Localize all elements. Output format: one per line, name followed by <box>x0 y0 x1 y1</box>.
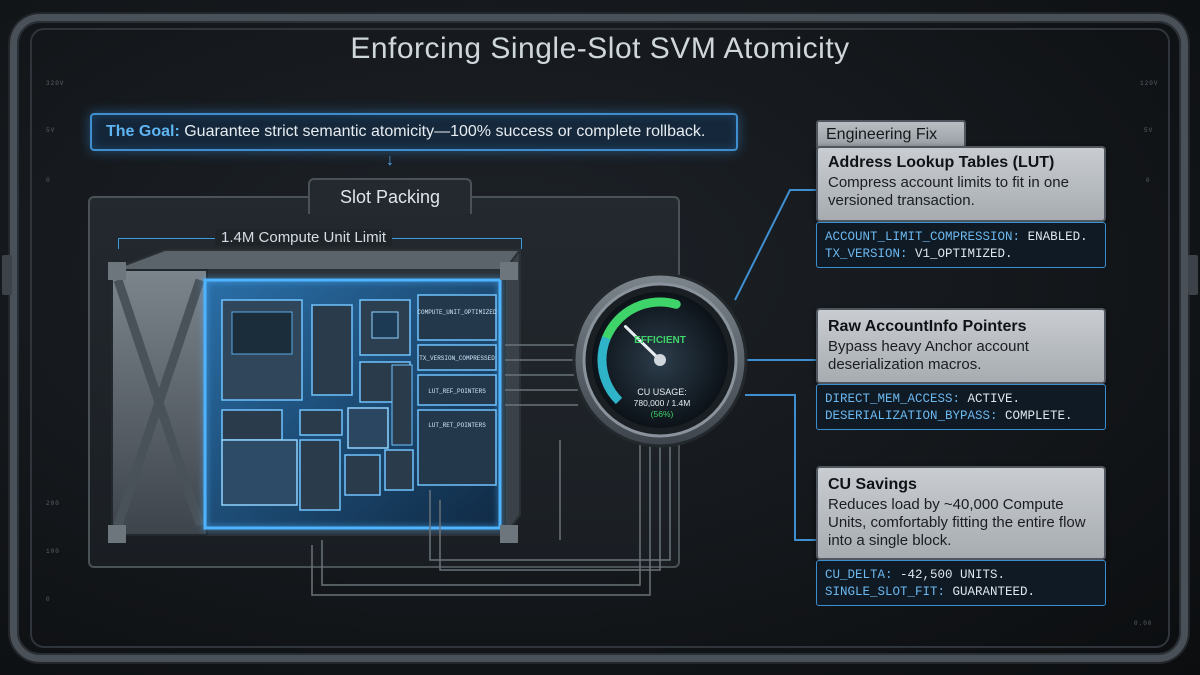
module-label-4: LUT_RET_POINTERS <box>428 422 486 429</box>
card-savings-body: Reduces load by ~40,000 Compute Units, c… <box>828 496 1086 549</box>
gauge-status: EFFICIENT <box>634 335 686 346</box>
scale-left-2: 5V <box>46 127 56 134</box>
raw-line-2-key: DESERIALIZATION_BYPASS: <box>825 409 998 423</box>
gauge-usage-value: 780,000 / 1.4M <box>634 398 691 408</box>
gauge-usage-label: CU USAGE: <box>637 387 687 397</box>
module-label-3: LUT_REF_POINTERS <box>428 388 486 395</box>
gauge-usage-percent: (56%) <box>651 409 674 419</box>
savings-line-2-key: SINGLE_SLOT_FIT: <box>825 585 946 599</box>
lut-line-1-key: ACCOUNT_LIMIT_COMPRESSION: <box>825 230 1021 244</box>
gauge-arc <box>601 297 681 343</box>
down-arrow-icon: ↓ <box>386 152 394 169</box>
goal-text: Guarantee strict semantic atomicity—100%… <box>184 123 706 140</box>
module-label-2: TX_VERSION_COMPRESSED <box>419 355 495 362</box>
raw-line-1-key: DIRECT_MEM_ACCESS: <box>825 392 961 406</box>
scale-left-1: 320V <box>46 80 65 87</box>
inner-frame <box>30 28 1170 648</box>
card-raw-body: Bypass heavy Anchor account deserializat… <box>828 338 1029 373</box>
card-lut-heading: Address Lookup Tables (LUT) <box>828 154 1055 171</box>
scale-left-3: 0 <box>46 177 51 184</box>
card-raw-terminal: DIRECT_MEM_ACCESS: ACTIVE. DESERIALIZATI… <box>816 384 1106 430</box>
scale-right-1: 120V <box>1140 80 1159 87</box>
scale-left-6: 0 <box>46 596 51 603</box>
scale-left-5: 100 <box>46 548 60 555</box>
connector-lines <box>311 344 671 596</box>
page-title: Enforcing Single-Slot SVM Atomicity <box>350 32 850 65</box>
scale-right-3: 0 <box>1146 177 1151 184</box>
module-label-1: COMPUTE_UNIT_OPTIMIZED <box>417 309 497 316</box>
gauge-to-card-lines <box>734 189 822 541</box>
frame-clip-left <box>2 255 12 295</box>
savings-line-2-value: GUARANTEED. <box>952 585 1036 599</box>
goal-label: The Goal: <box>106 123 180 140</box>
engineering-fix-badge: Engineering Fix <box>816 120 966 148</box>
slot-packing-title: Slot Packing <box>308 178 472 214</box>
lut-line-1-value: ENABLED. <box>1027 230 1088 244</box>
raw-line-1-value: ACTIVE. <box>967 392 1021 406</box>
cu-limit-label: 1.4M Compute Unit Limit <box>215 229 393 246</box>
card-savings-terminal: CU_DELTA: -42,500 UNITS. SINGLE_SLOT_FIT… <box>816 560 1106 606</box>
savings-line-1-value: -42,500 UNITS. <box>900 568 1006 582</box>
scale-left-4: 200 <box>46 500 60 507</box>
cu-usage-gauge <box>572 272 748 448</box>
lut-line-2-key: TX_VERSION: <box>825 247 908 261</box>
scale-right-4: 0.00 <box>1134 620 1153 627</box>
card-lut: Address Lookup Tables (LUT) Compress acc… <box>816 146 1106 222</box>
card-savings-heading: CU Savings <box>828 476 917 493</box>
raw-line-2-value: COMPLETE. <box>1005 409 1073 423</box>
lut-line-2-value: V1_OPTIMIZED. <box>915 247 1013 261</box>
savings-line-1-key: CU_DELTA: <box>825 568 893 582</box>
card-raw-pointers: Raw AccountInfo Pointers Bypass heavy An… <box>816 308 1106 384</box>
goal-banner: The Goal: Guarantee strict semantic atom… <box>90 113 738 151</box>
outer-frame <box>10 14 1188 662</box>
card-lut-body: Compress account limits to fit in one ve… <box>828 174 1069 209</box>
card-cu-savings: CU Savings Reduces load by ~40,000 Compu… <box>816 466 1106 560</box>
card-lut-terminal: ACCOUNT_LIMIT_COMPRESSION: ENABLED. TX_V… <box>816 222 1106 268</box>
gauge-arc-track <box>597 336 623 405</box>
gauge-needle <box>624 325 662 362</box>
scale-right-2: 5V <box>1144 127 1154 134</box>
frame-clip-right <box>1188 255 1198 295</box>
cargo-container-icon <box>108 247 522 543</box>
card-raw-heading: Raw AccountInfo Pointers <box>828 318 1027 335</box>
